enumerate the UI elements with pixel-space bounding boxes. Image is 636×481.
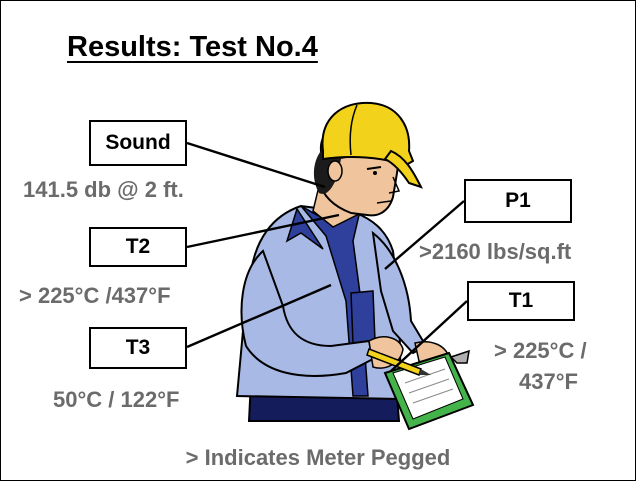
sound-value: 141.5 db @ 2 ft. <box>23 177 184 202</box>
t1-value-line2: 437°F <box>519 369 578 394</box>
leader-lines <box>186 141 468 372</box>
sound-label-box: Sound <box>89 120 187 166</box>
page-title: Results: Test No.4 <box>67 31 318 63</box>
t2-value: > 225°C /437°F <box>19 283 171 308</box>
pencil-icon <box>366 348 431 376</box>
t3-value: 50°C / 122°F <box>53 387 180 412</box>
t2-label-box: T2 <box>89 227 187 267</box>
sound-leader-line <box>186 141 326 189</box>
footnote: > Indicates Meter Pegged <box>185 445 451 470</box>
worker-figure <box>235 121 450 422</box>
p1-leader-line <box>384 200 465 270</box>
t3-leader-line <box>186 283 332 349</box>
t2-leader-line <box>186 213 340 249</box>
t1-value-line1: > 225°C / <box>494 338 587 363</box>
p1-value: >2160 lbs/sq.ft <box>419 239 572 264</box>
p1-label-box: P1 <box>464 179 572 223</box>
t3-label-box: T3 <box>89 327 187 369</box>
t1-label-box: T1 <box>467 281 575 321</box>
hard-hat-icon <box>321 101 423 189</box>
t1-leader-line <box>390 300 468 372</box>
